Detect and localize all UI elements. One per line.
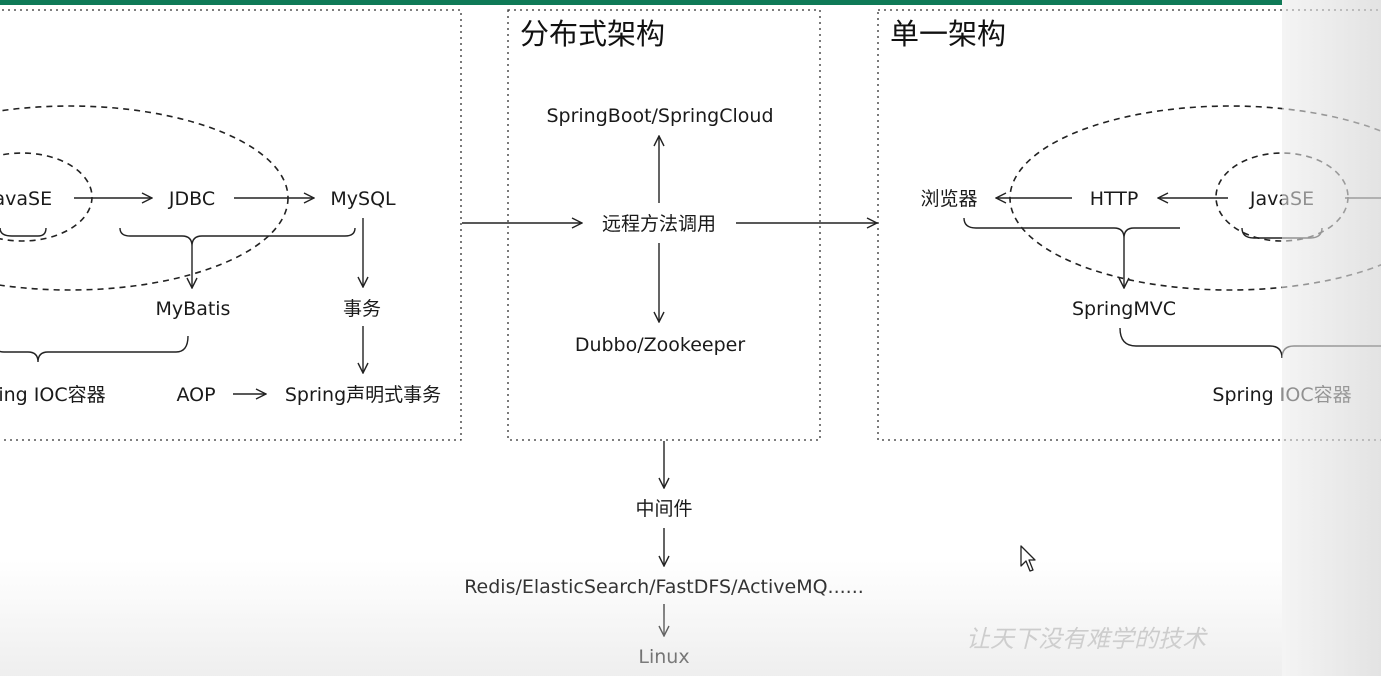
monolithic-panel-frame bbox=[877, 9, 1381, 441]
transaction-label: 事务 bbox=[343, 298, 381, 320]
right-javase-label: JavaSE bbox=[1249, 188, 1314, 210]
rpc-label: 远程方法调用 bbox=[602, 213, 716, 235]
mybatis-label: MyBatis bbox=[156, 298, 231, 320]
middleware-label: 中间件 bbox=[635, 498, 692, 520]
springmvc-label: SpringMVC bbox=[1072, 298, 1176, 320]
http-label: HTTP bbox=[1090, 188, 1139, 210]
brace-to-springmvc bbox=[963, 217, 1180, 239]
brace-to-right-spring-ioc bbox=[1119, 327, 1381, 359]
mysql-label: MySQL bbox=[330, 188, 396, 210]
jdbc-label: JDBC bbox=[168, 188, 215, 210]
right-spring-ioc-label: Spring IOC容器 bbox=[1212, 384, 1351, 406]
spring-declarative-tx-label: Spring声明式事务 bbox=[285, 384, 441, 406]
top-accent-bar bbox=[0, 0, 1282, 5]
distributed-architecture-title: 分布式架构 bbox=[520, 17, 665, 51]
monolithic-architecture-title: 单一架构 bbox=[890, 17, 1006, 51]
distributed-panel-frame bbox=[507, 9, 821, 441]
left-javase-label: JavaSE bbox=[0, 188, 52, 210]
browser-label: 浏览器 bbox=[920, 188, 977, 210]
left-javase-ellipse bbox=[0, 152, 93, 242]
brace-to-mybatis bbox=[119, 227, 356, 247]
dubbo-zookeeper-label: Dubbo/Zookeeper bbox=[575, 334, 746, 356]
linux-label: Linux bbox=[638, 646, 689, 668]
aop-label: AOP bbox=[176, 384, 215, 406]
brace-to-spring-ioc bbox=[0, 335, 189, 363]
left-panel-frame bbox=[0, 9, 462, 441]
watermark-text: 让天下没有难学的技术 bbox=[966, 625, 1208, 653]
middleware-list-label: Redis/ElasticSearch/FastDFS/ActiveMQ....… bbox=[464, 576, 864, 598]
left-spring-ioc-label: Spring IOC容器 bbox=[0, 384, 106, 406]
mouse-pointer-icon bbox=[1020, 545, 1036, 572]
brace-javase bbox=[0, 227, 47, 237]
springboot-springcloud-label: SpringBoot/SpringCloud bbox=[546, 105, 773, 127]
